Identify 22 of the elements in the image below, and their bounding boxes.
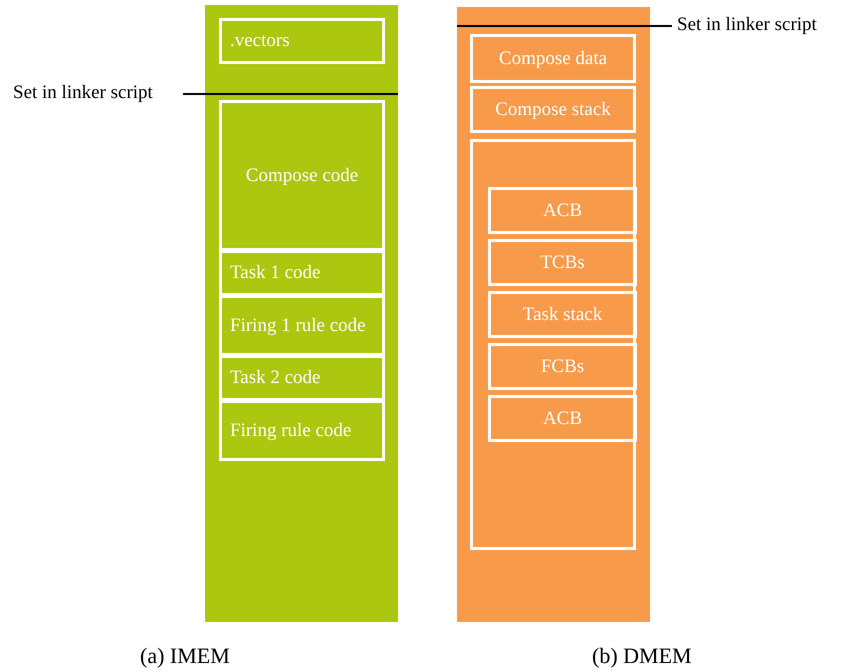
memory-section: .vectors — [219, 18, 385, 64]
memory-section: Compose code — [219, 100, 385, 251]
memory-section: ACB — [488, 187, 637, 234]
memory-section: Task 1 code — [219, 250, 385, 296]
memory-section: FCBs — [488, 343, 637, 390]
memory-section: Task 2 code — [219, 355, 385, 401]
memory-region — [470, 139, 636, 550]
memory-section: Compose stack — [470, 86, 636, 133]
leader-line — [183, 93, 398, 95]
memory-label: (b) DMEM — [592, 643, 692, 669]
memory-label: (a) IMEM — [140, 643, 230, 669]
leader-line — [457, 25, 672, 27]
memory-section: Compose data — [470, 34, 636, 83]
memory-column — [457, 7, 650, 622]
memory-section: Task stack — [488, 291, 637, 338]
memory-section: TCBs — [488, 239, 637, 286]
memory-section: ACB — [488, 395, 637, 442]
memory-section: Firing rule code — [219, 400, 385, 461]
annotation-label: Set in linker script — [677, 14, 843, 38]
memory-section: Firing 1 rule code — [219, 295, 385, 356]
annotation-label: Set in linker script — [13, 82, 179, 106]
memory-column — [205, 5, 398, 622]
